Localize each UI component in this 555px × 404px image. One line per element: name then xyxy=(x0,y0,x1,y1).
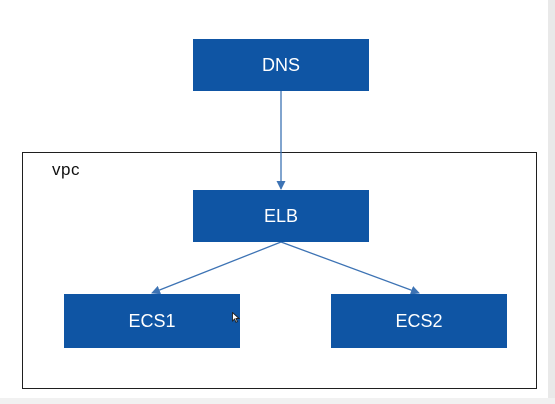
node-dns-label: DNS xyxy=(261,54,300,75)
node-ecs2-label: ECS2 xyxy=(395,310,443,331)
node-elb-label: ELB xyxy=(263,205,299,226)
node-ecs2[interactable]: ECS2 xyxy=(331,294,507,348)
node-dns[interactable]: DNS xyxy=(193,39,369,91)
mouse-cursor-icon xyxy=(232,312,240,323)
node-elb[interactable]: ELB xyxy=(193,190,369,242)
vpc-label: vpc xyxy=(52,160,80,179)
node-ecs1[interactable]: ECS1 xyxy=(64,294,240,348)
screen-edge-bottom xyxy=(0,398,555,404)
node-ecs1-label: ECS1 xyxy=(128,310,176,331)
screen-edge-right xyxy=(548,0,555,404)
vpc-container xyxy=(22,152,537,389)
